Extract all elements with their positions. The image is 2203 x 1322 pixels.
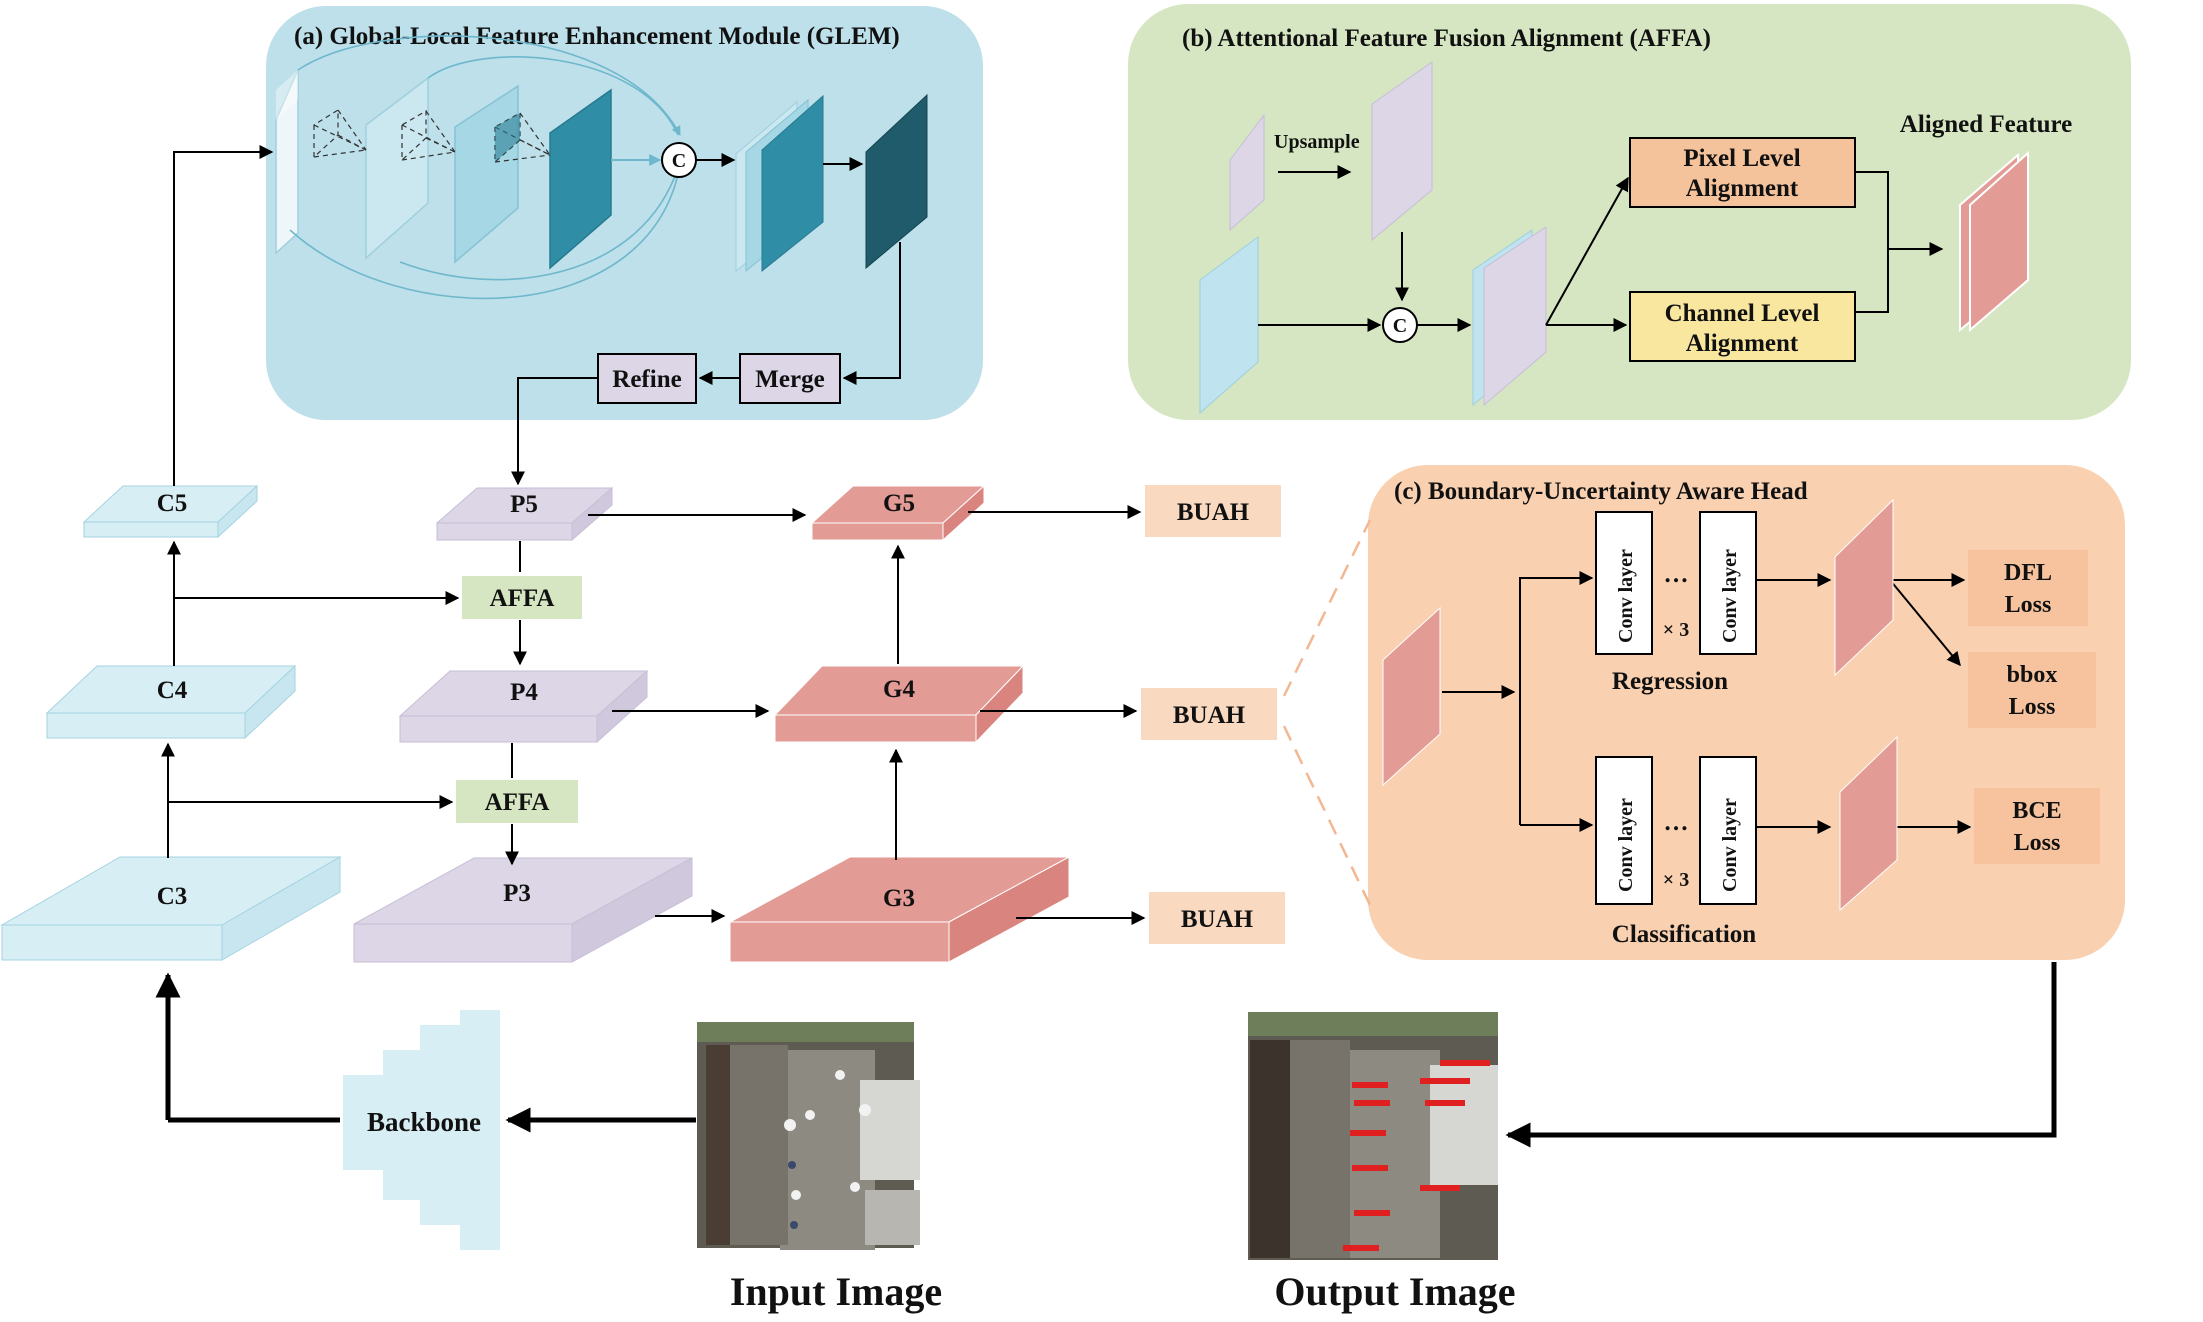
channel-alignment-line2: Alignment [1686, 330, 1799, 357]
affa-title: (b) Attentional Feature Fusion Alignment… [1182, 25, 1711, 52]
reg-conv2 [1699, 511, 1757, 655]
buah-title: (c) Boundary-Uncertainty Aware Head [1394, 478, 1808, 505]
dfl-loss-line1: DFL [2004, 560, 2052, 586]
buah-box-g3 [1149, 892, 1285, 944]
affa-box-lower [456, 780, 578, 823]
aligned-feature-label: Aligned Feature [1900, 111, 2072, 138]
affa-concat-symbol: C [1393, 315, 1407, 337]
bbox-loss-line1: bbox [2007, 662, 2058, 688]
channel-alignment-line1: Channel Level [1665, 300, 1820, 327]
c4-block [45, 664, 297, 740]
buah-box-g4 [1141, 688, 1277, 740]
glem-feature-stack: C [275, 35, 928, 385]
dfl-loss-line2: Loss [2005, 592, 2052, 618]
bce-loss-line1: BCE [2012, 798, 2061, 824]
bce-loss-line2: Loss [2014, 830, 2061, 856]
p4-label: P4 [510, 679, 538, 706]
cls-times3: × 3 [1663, 869, 1689, 891]
p3-block [353, 857, 693, 963]
bbox-loss-box [1968, 652, 2096, 728]
pixel-alignment-line2: Alignment [1686, 175, 1799, 202]
zoom-lines [1282, 519, 1372, 906]
bbox-loss-line2: Loss [2009, 694, 2056, 720]
affa-internals: Upsample C [1199, 61, 2029, 415]
cls-dots: … [1664, 809, 1689, 836]
flow-arrows [161, 145, 1146, 925]
merge-label: Merge [755, 366, 824, 393]
reg-conv2-label: Conv layer [1719, 549, 1741, 643]
input-image-label: Input Image [730, 1269, 942, 1314]
reg-conv1-label: Conv layer [1615, 549, 1637, 643]
g4-label: G4 [883, 676, 915, 703]
input-image [697, 1022, 920, 1250]
g3-label: G3 [883, 885, 915, 912]
p4-block [398, 669, 649, 744]
buah-box-g3-label: BUAH [1181, 906, 1254, 933]
p3-label: P3 [503, 880, 531, 907]
c3-label: C3 [157, 883, 188, 910]
affa-box-lower-label: AFFA [485, 789, 550, 816]
output-image-label: Output Image [1274, 1269, 1515, 1314]
pixel-alignment-box [1629, 137, 1856, 208]
reg-conv1 [1595, 511, 1653, 655]
reg-dots: … [1664, 561, 1689, 588]
c5-label: C5 [157, 490, 188, 517]
c3-block [0, 856, 342, 961]
output-image [1248, 1012, 1498, 1260]
buah-box-g5 [1145, 485, 1281, 537]
buah-box-g4-label: BUAH [1173, 702, 1246, 729]
pixel-alignment-line1: Pixel Level [1683, 145, 1800, 172]
affa-box-upper [462, 576, 582, 619]
upsample-label: Upsample [1274, 131, 1360, 153]
c5-block [82, 484, 259, 539]
g4-block [773, 664, 1025, 744]
channel-alignment-box [1629, 291, 1856, 362]
glem-concat-symbol: C [672, 150, 686, 172]
backbone-shape [343, 1010, 500, 1250]
reg-times3: × 3 [1663, 619, 1689, 641]
g5-block [810, 484, 986, 542]
affa-box-upper-label: AFFA [490, 585, 555, 612]
bce-loss-box [1974, 788, 2100, 864]
cls-conv1-label: Conv layer [1615, 798, 1637, 892]
g3-block [729, 856, 1070, 963]
backbone-arrows [155, 962, 2057, 1148]
refine-box [597, 353, 697, 404]
p5-label: P5 [510, 491, 538, 518]
regression-label: Regression [1612, 668, 1728, 695]
glem-title: (a) Global-Local Feature Enhancement Mod… [294, 23, 900, 50]
head-internals [1382, 498, 1972, 912]
cls-conv2-label: Conv layer [1719, 798, 1741, 892]
buah-box-g5-label: BUAH [1177, 499, 1250, 526]
cls-conv2 [1699, 756, 1757, 905]
backbone-label: Backbone [367, 1107, 481, 1137]
refine-label: Refine [612, 366, 681, 393]
buah-panel [1368, 465, 2125, 960]
g5-label: G5 [883, 490, 915, 517]
classification-label: Classification [1612, 921, 1757, 948]
c4-label: C4 [157, 677, 188, 704]
merge-box [739, 353, 841, 404]
cls-conv1 [1595, 756, 1653, 905]
dfl-loss-box [1968, 550, 2088, 626]
